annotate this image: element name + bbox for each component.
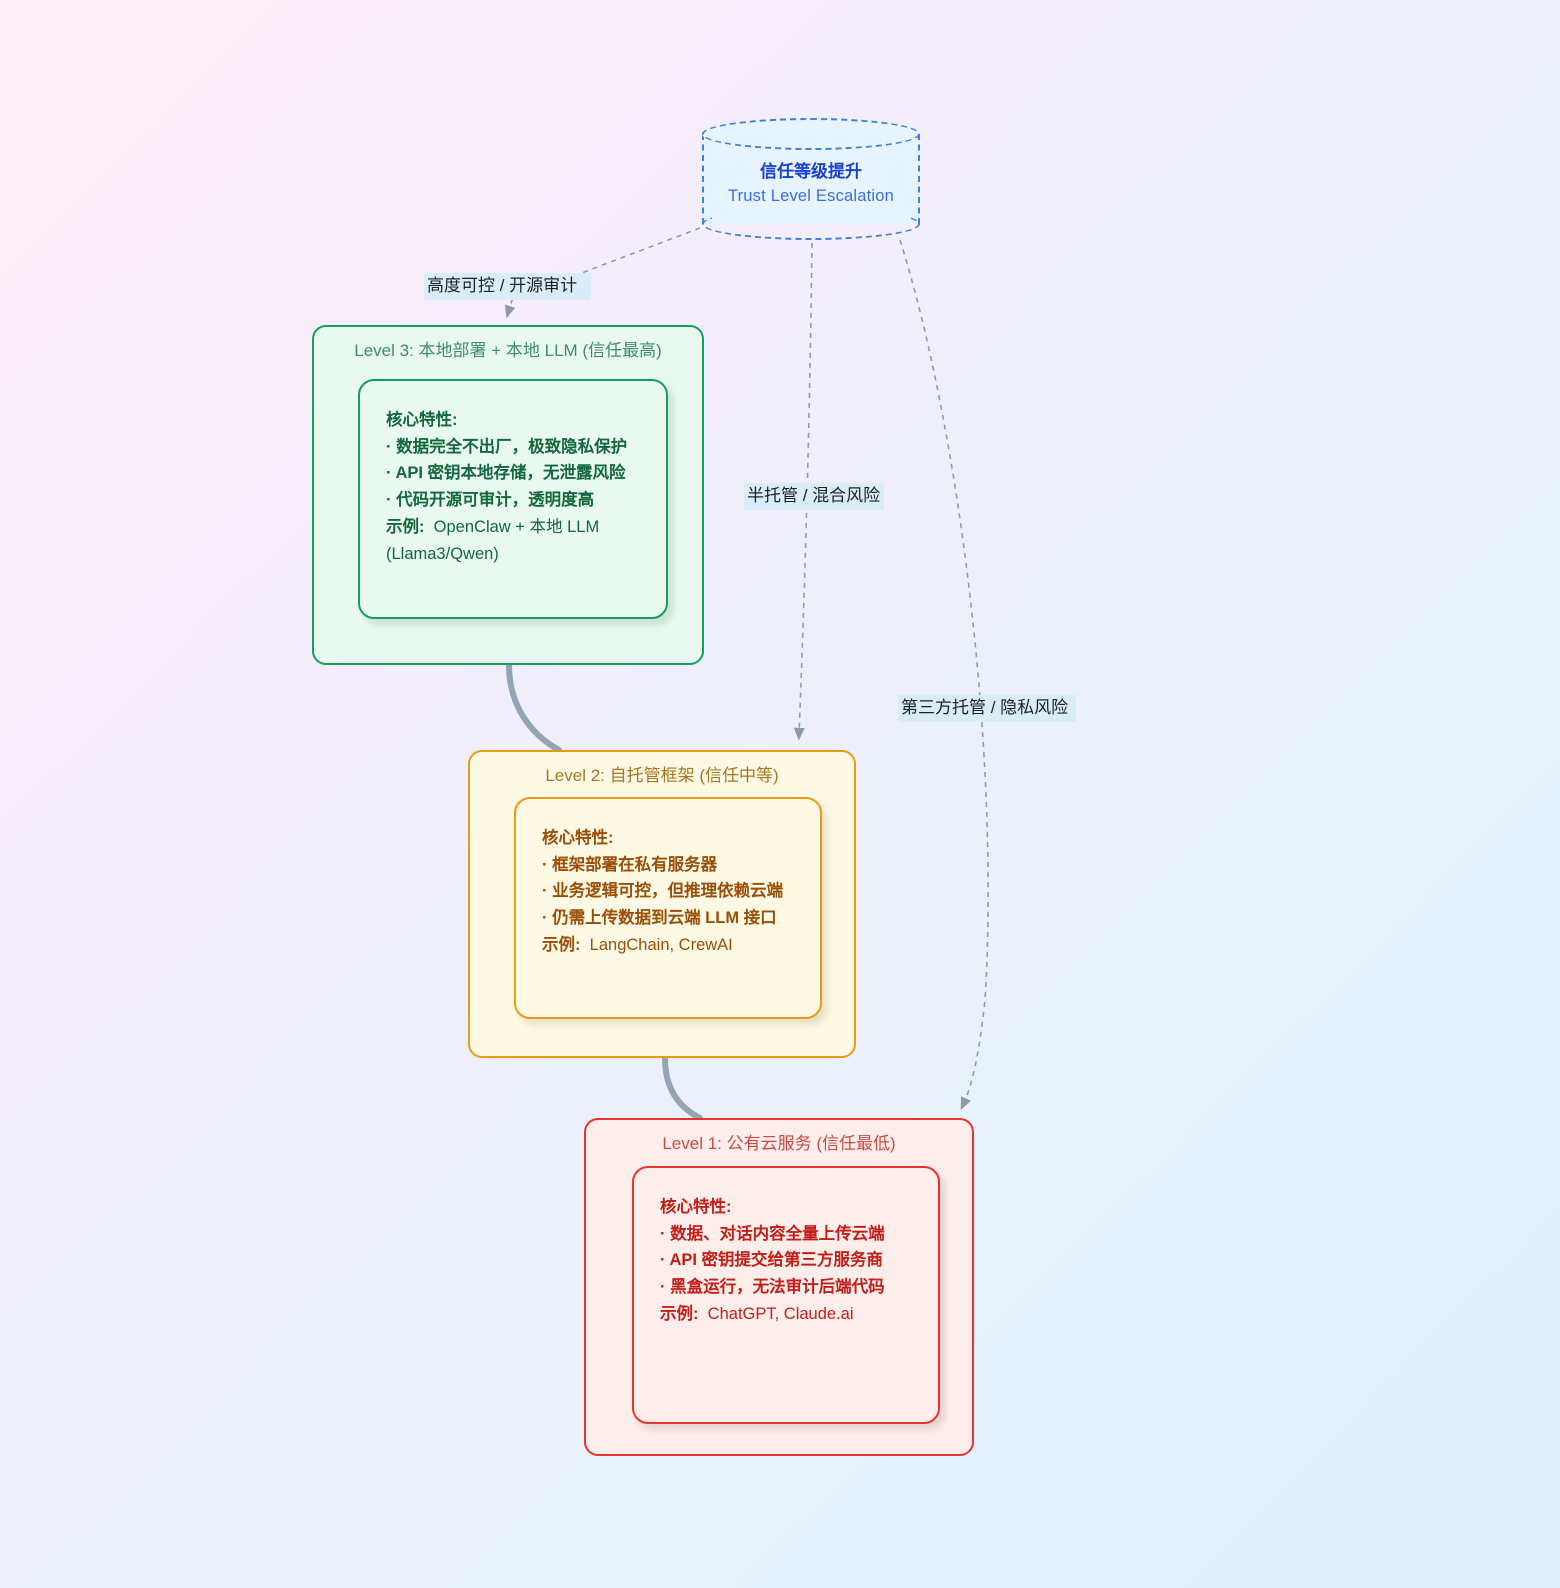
level-2-title: Level 2: 自托管框架 (信任中等) xyxy=(545,766,779,785)
level-2-heading: 核心特性: xyxy=(542,829,614,847)
level-3-bullet-2: · API 密钥本地存储，无泄露风险 xyxy=(386,464,626,483)
edge-label-to-level3: 高度可控 / 开源审计 xyxy=(424,273,591,301)
cylinder-bottom-ellipse xyxy=(702,208,920,240)
level-1-example-value: ChatGPT, Claude.ai xyxy=(707,1304,854,1323)
level-3-bullet-3: · 代码开源可审计，透明度高 xyxy=(386,491,595,510)
level-1-title: Level 1: 公有云服务 (信任最低) xyxy=(662,1134,896,1153)
level-3-heading: 核心特性: xyxy=(386,411,458,429)
edge-label-to-level1: 第三方托管 / 隐私风险 xyxy=(898,695,1076,723)
level-2-example-value: LangChain, CrewAI xyxy=(589,935,733,954)
level-1-bullet-3: · 黑盒运行，无法审计后端代码 xyxy=(660,1278,885,1297)
level-3-example: 示例: OpenClaw + 本地 LLM (Llama3/Qwen) xyxy=(386,514,642,567)
level-2-bullet-2: · 业务逻辑可控，但推理依赖云端 xyxy=(542,882,784,901)
level-3-bullet-1: · 数据完全不出厂，极致隐私保护 xyxy=(386,437,628,456)
level-1-bullet-2: · API 密钥提交给第三方服务商 xyxy=(660,1251,884,1270)
level-2-example: 示例: LangChain, CrewAI xyxy=(542,932,796,959)
trust-level-escalation-node[interactable]: 信任等级提升 Trust Level Escalation xyxy=(702,118,920,240)
level-2-example-label: 示例: xyxy=(542,935,581,954)
level-2-node[interactable]: Level 2: 自托管框架 (信任中等) 核心特性: · 框架部署在私有服务器… xyxy=(468,750,856,1058)
level-1-example-label: 示例: xyxy=(660,1304,699,1323)
cylinder-label-zh: 信任等级提升 xyxy=(760,162,862,181)
cylinder-label: 信任等级提升 Trust Level Escalation xyxy=(702,160,920,209)
cylinder-label-en: Trust Level Escalation xyxy=(727,186,895,205)
edge-label-to-level2: 半托管 / 混合风险 xyxy=(744,483,884,511)
level-2-bullet-1: · 框架部署在私有服务器 xyxy=(542,855,718,874)
edge-level3-to-level2 xyxy=(506,662,562,753)
level-1-example: 示例: ChatGPT, Claude.ai xyxy=(660,1301,914,1328)
level-3-example-value: OpenClaw + 本地 LLM (Llama3/Qwen) xyxy=(386,517,600,563)
level-2-details: 核心特性: · 框架部署在私有服务器 · 业务逻辑可控，但推理依赖云端 · 仍需… xyxy=(514,797,822,1019)
level-1-heading: 核心特性: xyxy=(660,1198,732,1216)
level-3-node[interactable]: Level 3: 本地部署 + 本地 LLM (信任最高) 核心特性: · 数据… xyxy=(312,325,704,665)
level-3-title: Level 3: 本地部署 + 本地 LLM (信任最高) xyxy=(354,341,662,360)
level-1-details: 核心特性: · 数据、对话内容全量上传云端 · API 密钥提交给第三方服务商 … xyxy=(632,1166,940,1424)
level-2-bullet-3: · 仍需上传数据到云端 LLM 接口 xyxy=(542,909,777,928)
level-3-example-label: 示例: xyxy=(386,517,425,536)
level-3-details: 核心特性: · 数据完全不出厂，极致隐私保护 · API 密钥本地存储，无泄露风… xyxy=(358,379,668,619)
edge-level2-to-level1 xyxy=(662,1055,703,1121)
cylinder-top-ellipse xyxy=(702,118,920,150)
level-1-bullet-1: · 数据、对话内容全量上传云端 xyxy=(660,1224,885,1243)
level-1-node[interactable]: Level 1: 公有云服务 (信任最低) 核心特性: · 数据、对话内容全量上… xyxy=(584,1118,974,1456)
edge-root-to-level3 xyxy=(504,227,701,319)
edge-root-to-level1 xyxy=(899,239,989,1111)
